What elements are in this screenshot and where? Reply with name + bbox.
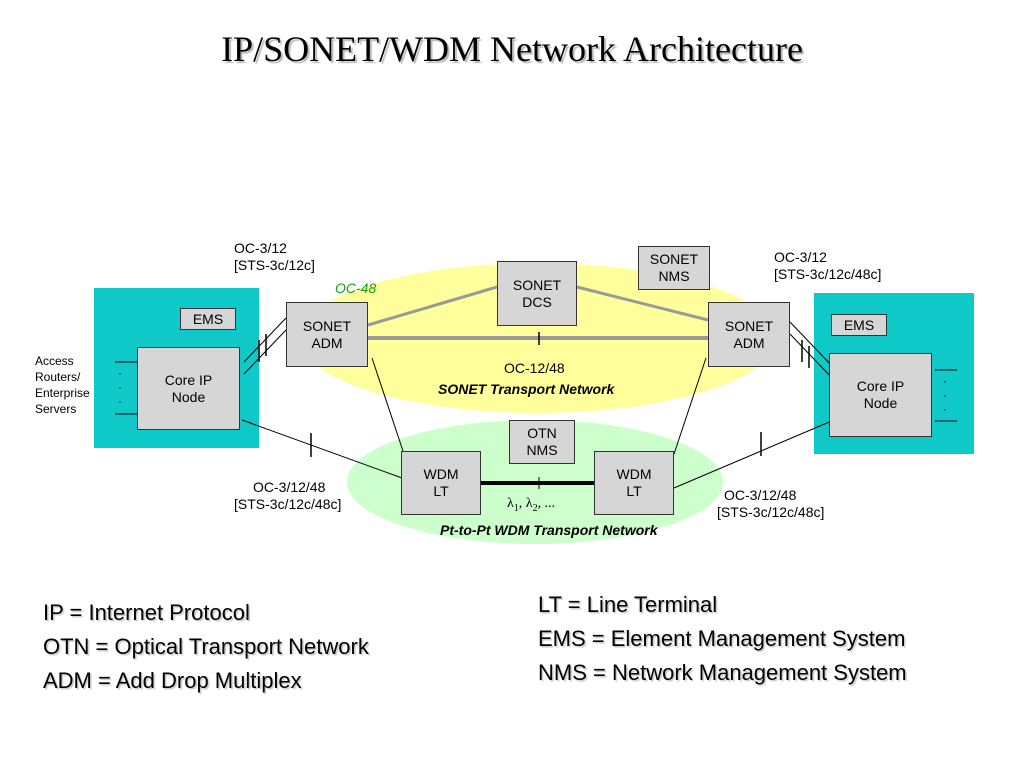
legend-lt: LT = Line Terminal	[538, 592, 718, 617]
otn-nms-label-2: NMS	[526, 442, 558, 458]
iface-tl-2: [STS-3c/12c]	[234, 257, 315, 273]
left-access-dots: ···	[118, 366, 122, 408]
left-ems-label: EMS	[192, 310, 224, 327]
right-core-ip-node[interactable]: Core IP Node	[829, 353, 932, 437]
core-left-adm-link-1	[243, 317, 287, 363]
otn-nms-label-1: OTN	[527, 425, 557, 441]
access-routers-label: Access Routers/ Enterprise Servers	[35, 353, 90, 417]
sonet-nms[interactable]: SONET NMS	[638, 246, 710, 290]
sonet-adm-right[interactable]: SONET ADM	[708, 302, 790, 367]
wdm-lt-right[interactable]: WDM LT	[594, 451, 674, 515]
dcs-adm-right-link	[576, 285, 709, 322]
iface-br-1: OC-3/12/48	[724, 487, 797, 503]
right-access-dots: ···	[943, 374, 947, 416]
core-right-wdm-link	[673, 419, 835, 489]
wdm-lt-left[interactable]: WDM LT	[401, 451, 481, 515]
core-right-adm-link-1	[789, 321, 835, 369]
legend-ip: IP = Internet Protocol	[43, 600, 250, 625]
interface-label-top-left: OC-3/12 [STS-3c/12c]	[234, 240, 315, 274]
iface-bl-2: [STS-3c/12c/48c]	[234, 496, 342, 512]
adm-right-label-2: ADM	[733, 334, 765, 351]
lt-right-label-1: WDM	[616, 466, 652, 482]
core-left-wdm-link	[241, 419, 403, 479]
interface-label-bottom-right: OC-3/12/48 [STS-3c/12c/48c]	[717, 487, 824, 521]
legend-otn: OTN = Optical Transport Network	[43, 634, 369, 659]
access-label-2: Routers/	[35, 370, 81, 384]
iface-tr-1: OC-3/12	[774, 249, 827, 265]
lambda-sub-1: 1	[513, 502, 519, 514]
lt-left-label-1: WDM	[423, 466, 459, 482]
slide-title: IP/SONET/WDM Network Architecture	[221, 29, 803, 69]
lambda-1: λ	[507, 496, 514, 511]
adm-left-dcs-link	[367, 285, 498, 327]
access-label-1: Access	[35, 354, 74, 368]
oc-12-48-label: OC-12/48	[504, 360, 565, 376]
iface-tl-1: OC-3/12	[234, 240, 287, 256]
core-left-adm-link-2	[243, 329, 287, 375]
sonet-dcs[interactable]: SONET DCS	[497, 261, 577, 326]
otn-nms[interactable]: OTN NMS	[509, 420, 575, 464]
left-core-label-2: Node	[171, 388, 206, 405]
access-label-3: Enterprise	[35, 386, 90, 400]
right-core-label-2: Node	[863, 395, 898, 411]
adm-left-wdm-link	[371, 357, 405, 455]
interface-label-top-right: OC-3/12 [STS-3c/12c/48c]	[774, 249, 881, 283]
left-ems-box[interactable]: EMS	[180, 308, 236, 330]
core-right-adm-link-2	[789, 333, 835, 381]
legend-nms: NMS = Network Management System	[538, 660, 907, 685]
left-core-ip-node[interactable]: Core IP Node	[137, 347, 240, 430]
adm-left-label-1: SONET	[302, 317, 352, 334]
adm-right-wdm-link	[673, 357, 707, 455]
left-core-label-1: Core IP	[164, 371, 213, 388]
iface-bl-1: OC-3/12/48	[253, 479, 326, 495]
adm-left-label-2: ADM	[311, 334, 343, 351]
dcs-label-1: SONET	[512, 276, 562, 293]
right-ems-box[interactable]: EMS	[831, 314, 887, 336]
dcs-label-2: DCS	[522, 293, 552, 310]
wavelength-label: λ1, λ2, ...	[507, 495, 555, 517]
sonet-nms-label-1: SONET	[649, 251, 699, 267]
right-ems-label: EMS	[843, 316, 875, 333]
lambda-sep: ,	[518, 496, 526, 511]
sonet-network-name: SONET Transport Network	[438, 381, 615, 397]
iface-br-2: [STS-3c/12c/48c]	[717, 504, 825, 520]
ring-label: OC-48	[335, 280, 377, 296]
legend-left: IP = Internet Protocol OTN = Optical Tra…	[43, 596, 369, 698]
lambda-tail: , ...	[537, 496, 556, 511]
right-core-label-1: Core IP	[856, 378, 905, 394]
sonet-adm-left[interactable]: SONET ADM	[286, 302, 368, 367]
interface-label-bottom-left: OC-3/12/48 [STS-3c/12c/48c]	[234, 479, 341, 513]
access-label-4: Servers	[35, 402, 77, 416]
lambda-sub-2: 2	[532, 502, 538, 514]
adm-right-label-1: SONET	[724, 317, 774, 334]
wdm-network-name: Pt-to-Pt WDM Transport Network	[440, 522, 658, 538]
iface-tr-2: [STS-3c/12c/48c]	[774, 266, 882, 282]
legend-ems: EMS = Element Management System	[538, 626, 906, 651]
legend-adm: ADM = Add Drop Multiplex	[43, 668, 302, 693]
lambda-2: λ	[525, 496, 533, 511]
lt-left-label-2: LT	[433, 483, 449, 499]
sonet-nms-label-2: NMS	[658, 268, 690, 284]
legend-right: LT = Line Terminal EMS = Element Managem…	[538, 588, 907, 690]
lt-right-label-2: LT	[626, 483, 642, 499]
